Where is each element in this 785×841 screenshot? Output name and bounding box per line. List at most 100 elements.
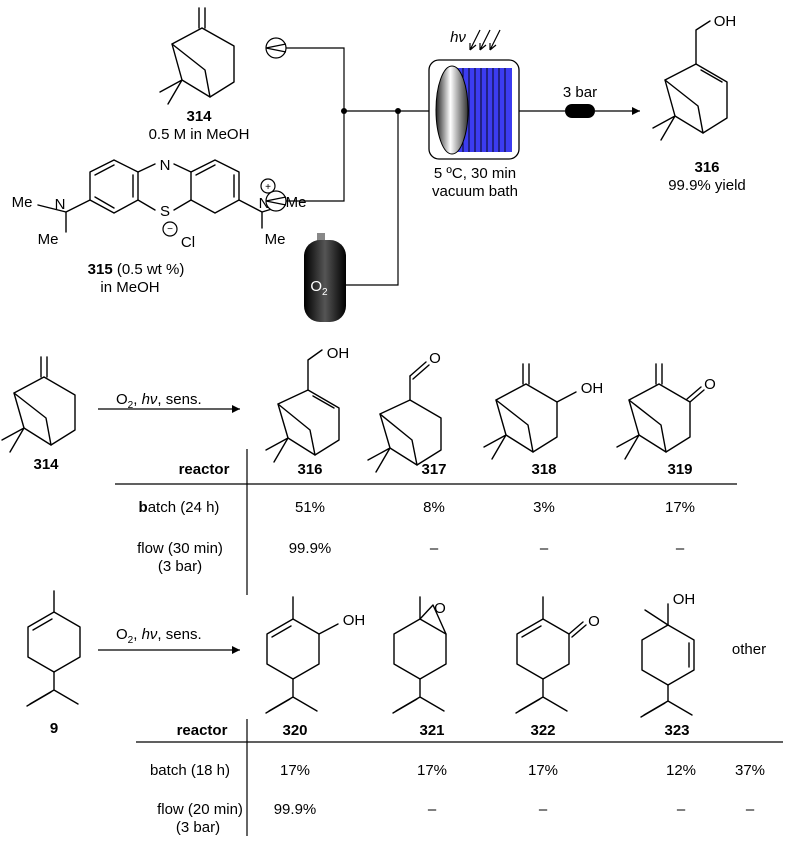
structure-316: [265, 349, 340, 463]
structure-317: [367, 361, 442, 473]
oxygen-cylinder: [304, 233, 346, 322]
photoreactor: [428, 59, 520, 160]
table-2-batch-322: 17%: [528, 762, 558, 779]
table-2-header-321: 321: [419, 722, 444, 739]
minus-charge-circle: [162, 221, 178, 237]
atom-n-left: N: [55, 196, 66, 213]
structure-320: [265, 596, 339, 714]
atom-oh-316: OH: [327, 345, 350, 362]
atom-n-ring: N: [160, 157, 171, 174]
light-label: hν: [450, 29, 466, 46]
table-2-header-reactor: reactor: [177, 722, 228, 739]
solvent-315: in MeOH: [100, 279, 159, 296]
junction-2: [395, 108, 401, 114]
table-2-batch-323: 12%: [666, 762, 696, 779]
table-2-flow-320: 99.9%: [274, 801, 317, 818]
table-2-header-322: 322: [530, 722, 555, 739]
table-1-header-reactor: reactor: [179, 461, 230, 478]
conditions-2: O2, hν, sens.: [116, 626, 202, 646]
atom-me-right-1: Me: [286, 194, 307, 211]
arrowhead-2: [232, 646, 240, 654]
label-9: 9: [50, 720, 58, 737]
atom-cl: Cl: [181, 234, 195, 251]
table-1-header-317: 317: [421, 461, 446, 478]
pump-top: [265, 37, 287, 59]
table-1-flow-317: –: [430, 540, 439, 557]
flow-scheme: 314 0.5 M in MeOH N S N Me Me N + Me Me …: [12, 7, 746, 322]
table-1-header-319: 319: [667, 461, 692, 478]
structure-323: [640, 603, 695, 718]
table-1-flow-319: –: [676, 540, 685, 557]
table-2-batch-other: 37%: [735, 762, 765, 779]
oxygen-label: O2: [310, 278, 328, 298]
reaction-1: 314 O2, hν, sens. OH O: [1, 345, 737, 595]
table-1-batch-318: 3%: [533, 499, 555, 516]
structure-316-top: [652, 20, 728, 141]
pressure-label: 3 bar: [563, 84, 597, 101]
table-2-header-323: 323: [664, 722, 689, 739]
table-1-flow-316: 99.9%: [289, 540, 332, 557]
table-2-flow-323: –: [677, 801, 686, 818]
arrowhead-1: [232, 405, 240, 413]
minus-charge: −: [167, 224, 173, 235]
structure-322: [515, 596, 587, 714]
junction-1: [341, 108, 347, 114]
atom-oh-316-top: OH: [714, 13, 737, 30]
atom-o-317: O: [429, 350, 441, 367]
product-arrowhead: [632, 107, 640, 115]
table-1-batch-319: 17%: [665, 499, 695, 516]
back-pressure-regulator: [565, 104, 595, 118]
table-2-row-batch-label: batch (18 h): [150, 762, 230, 779]
reactor-condition-1: 5 ºC, 30 min: [434, 165, 516, 182]
structure-314: [1, 356, 76, 453]
plus-charge: +: [265, 182, 271, 193]
table-1-header-316: 316: [297, 461, 322, 478]
structure-9: [26, 590, 81, 707]
table-2-header-320: 320: [282, 722, 307, 739]
atom-s-ring: S: [160, 203, 170, 220]
atom-oh-323: OH: [673, 591, 696, 608]
tubing-reagents: [286, 47, 345, 202]
table-2-row-flow-label-1: flow (20 min): [157, 801, 243, 818]
label-314-r1: 314: [33, 456, 59, 473]
table-1-flow-318: –: [540, 540, 549, 557]
table-2-flow-other: –: [746, 801, 755, 818]
table-1-row-flow-label-1: flow (30 min): [137, 540, 223, 557]
table-1-row-flow-label-2: (3 bar): [158, 558, 202, 575]
label-314: 314: [186, 108, 212, 125]
table-2-batch-320: 17%: [280, 762, 310, 779]
concentration-314: 0.5 M in MeOH: [149, 126, 250, 143]
atom-o-321: O: [434, 600, 446, 617]
table-1-batch-316: 51%: [295, 499, 325, 516]
other-label: other: [732, 641, 766, 658]
plus-charge-circle: [260, 178, 276, 194]
label-316-top: 316: [694, 159, 719, 176]
table-2-row-flow-label-2: (3 bar): [176, 819, 220, 836]
label-315-line: 315 (0.5 wt %): [88, 261, 185, 278]
structure-319: [616, 363, 705, 460]
atom-n-right: N: [259, 195, 270, 212]
table-1-batch-317: 8%: [423, 499, 445, 516]
atom-o-322: O: [588, 613, 600, 630]
structure-321: [392, 596, 447, 714]
label-315: 315: [88, 261, 113, 278]
light-arrows: [469, 29, 501, 51]
atom-me-left-1: Me: [12, 194, 33, 211]
conditions-1: O2, hν, sens.: [116, 391, 202, 411]
atom-me-left-2: Me: [38, 231, 59, 248]
atom-oh-318: OH: [581, 380, 604, 397]
tubing-oxygen: [346, 111, 399, 286]
structure-314-top: [159, 7, 235, 105]
reaction-2: 9 O2, hν, sens. OH O O: [26, 590, 783, 836]
atom-oh-320: OH: [343, 612, 366, 629]
reactor-condition-2: vacuum bath: [432, 183, 518, 200]
table-2-batch-321: 17%: [417, 762, 447, 779]
table-1-row-batch-label: batch (24 h): [139, 499, 220, 516]
pump-bottom: [265, 190, 287, 212]
structure-318: [483, 363, 577, 460]
table-2-flow-321: –: [428, 801, 437, 818]
amount-315: (0.5 wt %): [113, 261, 185, 278]
yield-316: 99.9% yield: [668, 177, 746, 194]
table-1-header-318: 318: [531, 461, 556, 478]
